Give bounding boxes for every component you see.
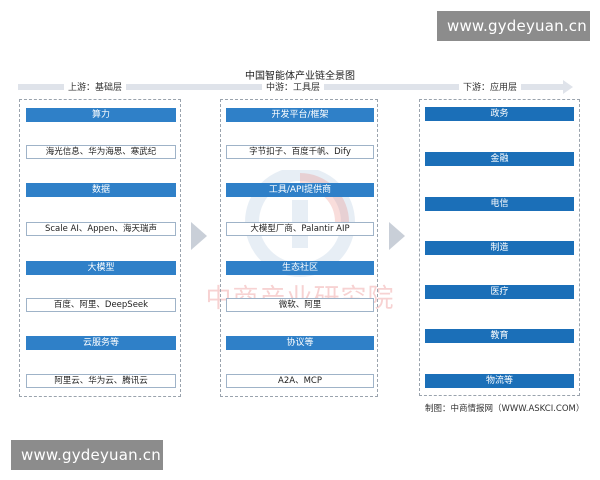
upstream-item-cloud: 阿里云、华为云、腾讯云 [26,374,176,388]
midstream-item-protocol: A2A、MCP [226,374,374,388]
upstream-head-cloud: 云服务等 [26,336,176,350]
downstream-item-education: 教育 [425,329,574,343]
downstream-item-telecom: 电信 [425,197,574,211]
upstream-head-compute: 算力 [26,108,176,122]
flow-chevron-2 [389,222,405,250]
upstream-head-llm: 大模型 [26,261,176,275]
upstream-head-data: 数据 [26,183,176,197]
section-midstream-label: 中游：工具层 [262,82,325,94]
downstream-item-manufacturing: 制造 [425,241,574,255]
section-upstream-label: 上游：基础层 [64,82,127,94]
downstream-item-healthcare: 医疗 [425,285,574,299]
upstream-item-llm: 百度、阿里、DeepSeek [26,298,176,312]
midstream-item-platform: 字节扣子、百度千帆、Dify [226,145,374,159]
downstream-item-government: 政务 [425,107,574,121]
section-downstream-label: 下游：应用层 [459,82,522,94]
watermark-bottom: www.gydeyuan.cn [11,440,163,470]
watermark-top: www.gydeyuan.cn [437,11,590,41]
midstream-item-community: 微软、阿里 [226,298,374,312]
diagram-title: 中国智能体产业链全景图 [245,71,355,82]
midstream-head-api: 工具/API提供商 [226,183,374,197]
downstream-panel: 政务 金融 电信 制造 医疗 教育 物流等 [419,99,580,396]
midstream-head-community: 生态社区 [226,261,374,275]
flow-chevron-1 [191,222,207,250]
flow-arrow-head [563,80,573,94]
midstream-head-protocol: 协议等 [226,336,374,350]
downstream-item-logistics: 物流等 [425,374,574,388]
upstream-item-compute: 海光信息、华为海思、寒武纪 [26,145,176,159]
upstream-panel: 算力 海光信息、华为海思、寒武纪 数据 Scale AI、Appen、海天瑞声 … [19,99,181,397]
downstream-item-finance: 金融 [425,152,574,166]
upstream-item-data: Scale AI、Appen、海天瑞声 [26,222,176,236]
midstream-panel: 开发平台/框架 字节扣子、百度千帆、Dify 工具/API提供商 大模型厂商、P… [220,99,378,397]
midstream-head-platform: 开发平台/框架 [226,108,374,122]
midstream-item-api: 大模型厂商、Palantir AIP [226,222,374,236]
source-credit: 制图：中商情报网（WWW.ASKCI.COM） [425,404,585,414]
